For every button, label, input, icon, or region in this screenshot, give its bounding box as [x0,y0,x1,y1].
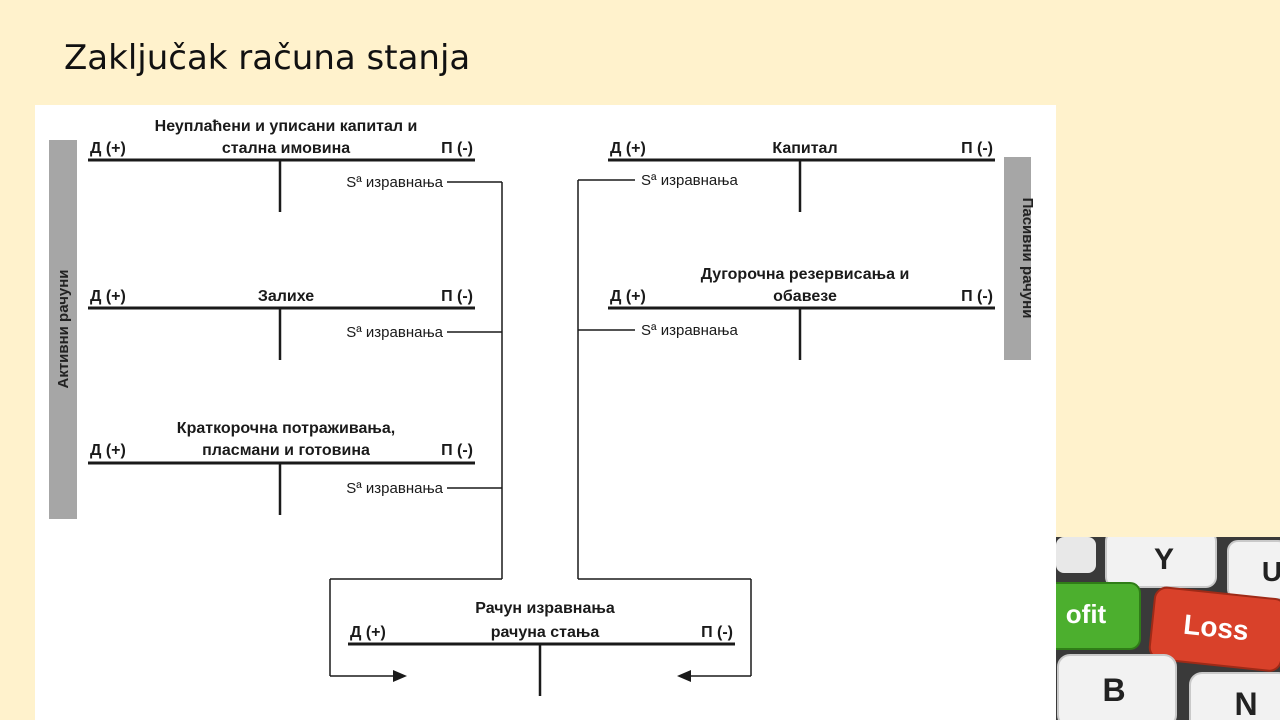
key-n-label: N [1234,686,1257,720]
account-title-line2: пласмани и готовина [202,442,370,459]
diagram-panel: Активни рачуни Пасивни рачуни Неуплаћени… [35,105,1056,720]
debit-label: Д (+) [350,624,386,641]
keyboard-photo: Y U ofit Loss B N [1056,537,1280,720]
active-accounts-label: Активни рачуни [55,269,72,388]
debit-label: Д (+) [90,288,126,305]
account-title-line1: Неуплаћени и уписани капитал и [155,118,418,135]
account-closing-diagram: Активни рачуни Пасивни рачуни Неуплаћени… [49,118,1036,696]
key-b-label: B [1102,672,1125,708]
balance-label: Sª изравнања [641,172,738,189]
credit-label: П (-) [961,140,993,157]
key-u-label: U [1262,556,1280,587]
credit-label: П (-) [701,624,733,641]
account-title-line1: Дугорочна резервисања и [701,266,910,283]
credit-label: П (-) [441,288,473,305]
account-title-line1: Краткорочна потраживања, [177,420,395,437]
key-y-label: Y [1154,543,1174,576]
account-title-line2: обавезе [773,288,837,305]
account-title-line1: Капитал [772,140,837,157]
account-title-line1: Залихе [258,288,314,305]
debit-label: Д (+) [610,288,646,305]
closing-account-title-line2: рачуна стања [491,624,600,641]
account-title-line2: стална имовина [222,140,350,157]
balance-label: Sª изравнања [641,322,738,339]
balance-label: Sª изравнања [346,174,443,191]
credit-label: П (-) [441,442,473,459]
profit-key-label: ofit [1066,599,1107,629]
debit-label: Д (+) [90,140,126,157]
credit-label: П (-) [961,288,993,305]
passive-accounts-bar [1004,157,1031,360]
debit-label: Д (+) [90,442,126,459]
debit-label: Д (+) [610,140,646,157]
credit-label: П (-) [441,140,473,157]
loss-key-label: Loss [1182,609,1250,647]
closing-account-title-line1: Рачун изравнања [475,600,615,617]
slide-title: Zaključak računa stanja [64,38,471,78]
balance-label: Sª изравнања [346,480,443,497]
balance-label: Sª изравнања [346,324,443,341]
keyboard-keys-illustration: Y U ofit Loss B N [1056,537,1280,720]
passive-accounts-label: Пасивни рачуни [1019,198,1036,319]
active-accounts-bar [49,140,77,519]
